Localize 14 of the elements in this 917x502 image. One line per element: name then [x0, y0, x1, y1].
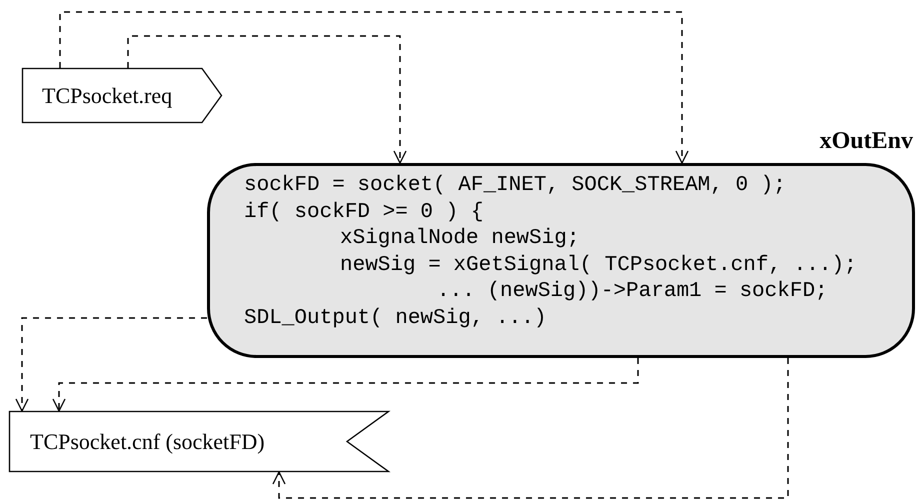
signal-arrow: [15, 317, 207, 412]
signal-arrow: [127, 35, 407, 164]
block-title: xOutEnv: [820, 128, 913, 155]
code-line: xSignalNode newSig;: [340, 227, 580, 251]
code-line: SDL_Output( newSig, ...): [244, 306, 546, 330]
code-line: sockFD = socket( AF_INET, SOCK_STREAM, 0 );: [244, 174, 786, 198]
signal-arrow: [59, 11, 689, 164]
code-line: ... (newSig))->Param1 = sockFD;: [437, 280, 828, 304]
code-line: newSig = xGetSignal( TCPsocket.cnf, ...);: [340, 254, 857, 278]
code-line: if( sockFD >= 0 ) {: [244, 200, 484, 224]
signal-label: TCPsocket.cnf (socketFD): [30, 428, 265, 454]
signal-arrow: [52, 358, 639, 412]
signal-arrow: [272, 358, 789, 499]
signal-label: TCPsocket.req: [42, 82, 172, 108]
